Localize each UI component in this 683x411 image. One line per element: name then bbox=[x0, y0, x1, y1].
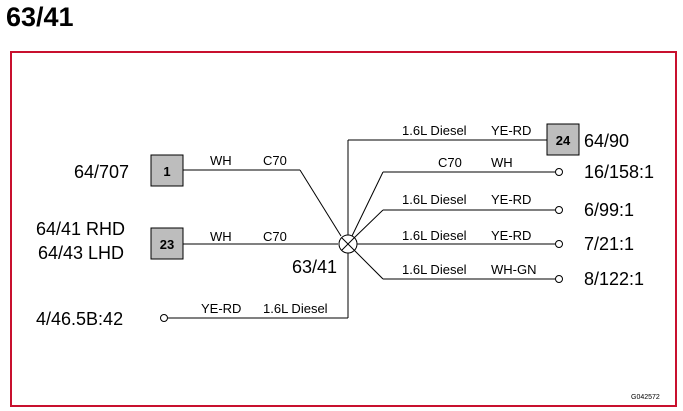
terminal-dot-1[interactable] bbox=[555, 168, 563, 176]
wire-t5-color: YE-RD bbox=[201, 301, 241, 316]
terminal-3-ref: 7/21:1 bbox=[584, 234, 634, 254]
terminal-5-ref: 4/46.5B:42 bbox=[36, 309, 123, 329]
wire-c23-code: C70 bbox=[263, 229, 287, 244]
terminal-1-ref: 16/158:1 bbox=[584, 162, 654, 182]
terminal-2-ref: 6/99:1 bbox=[584, 200, 634, 220]
wire-c1-diag bbox=[299, 169, 342, 237]
connector-pin-box-23[interactable] bbox=[150, 227, 184, 260]
splice-label: 63/41 bbox=[292, 257, 337, 277]
wire-t3-color: YE-RD bbox=[491, 228, 531, 243]
connector-pin-24-label: 24 bbox=[556, 133, 571, 148]
page-title: 63/41 bbox=[6, 2, 74, 32]
wire-t4-variant: 1.6L Diesel bbox=[402, 262, 467, 277]
wire-t2-variant: 1.6L Diesel bbox=[402, 192, 467, 207]
connector-24-ref: 64/90 bbox=[584, 131, 629, 151]
splice-cross-b bbox=[341, 237, 355, 251]
terminal-dot-4[interactable] bbox=[555, 275, 563, 283]
connector-23-ref-lhd: 64/43 LHD bbox=[38, 243, 124, 263]
wire-t3-variant: 1.6L Diesel bbox=[402, 228, 467, 243]
diagram-frame bbox=[10, 51, 677, 407]
terminal-dot-3[interactable] bbox=[555, 240, 563, 248]
terminal-4-ref: 8/122:1 bbox=[584, 269, 644, 289]
wire-t4-color: WH-GN bbox=[491, 262, 537, 277]
wire-t4-diag bbox=[353, 249, 384, 280]
figure-code: G042572 bbox=[631, 394, 660, 401]
wire-c1-code: C70 bbox=[263, 153, 287, 168]
wire-c24-color: YE-RD bbox=[491, 123, 531, 138]
connector-pin-1-label: 1 bbox=[163, 164, 170, 179]
wire-t1-color: WH bbox=[491, 155, 513, 170]
terminal-dot-5[interactable] bbox=[160, 314, 168, 322]
connector-pin-box-24[interactable] bbox=[546, 123, 580, 156]
wire-t2-diag bbox=[353, 209, 384, 239]
connector-23-ref-rhd: 64/41 RHD bbox=[36, 219, 125, 239]
wire-t2-color: YE-RD bbox=[491, 192, 531, 207]
connector-1-ref: 64/707 bbox=[74, 162, 129, 182]
wire-t1-diag bbox=[351, 171, 384, 237]
wire-t1-code: C70 bbox=[438, 155, 462, 170]
wire-c1-color: WH bbox=[210, 153, 232, 168]
connector-pin-23-label: 23 bbox=[160, 237, 174, 252]
terminal-dot-2[interactable] bbox=[555, 206, 563, 214]
wire-c24-variant: 1.6L Diesel bbox=[402, 123, 467, 138]
connector-pin-box-1[interactable] bbox=[150, 154, 184, 187]
wire-t5-variant: 1.6L Diesel bbox=[263, 301, 328, 316]
wire-c23-color: WH bbox=[210, 229, 232, 244]
